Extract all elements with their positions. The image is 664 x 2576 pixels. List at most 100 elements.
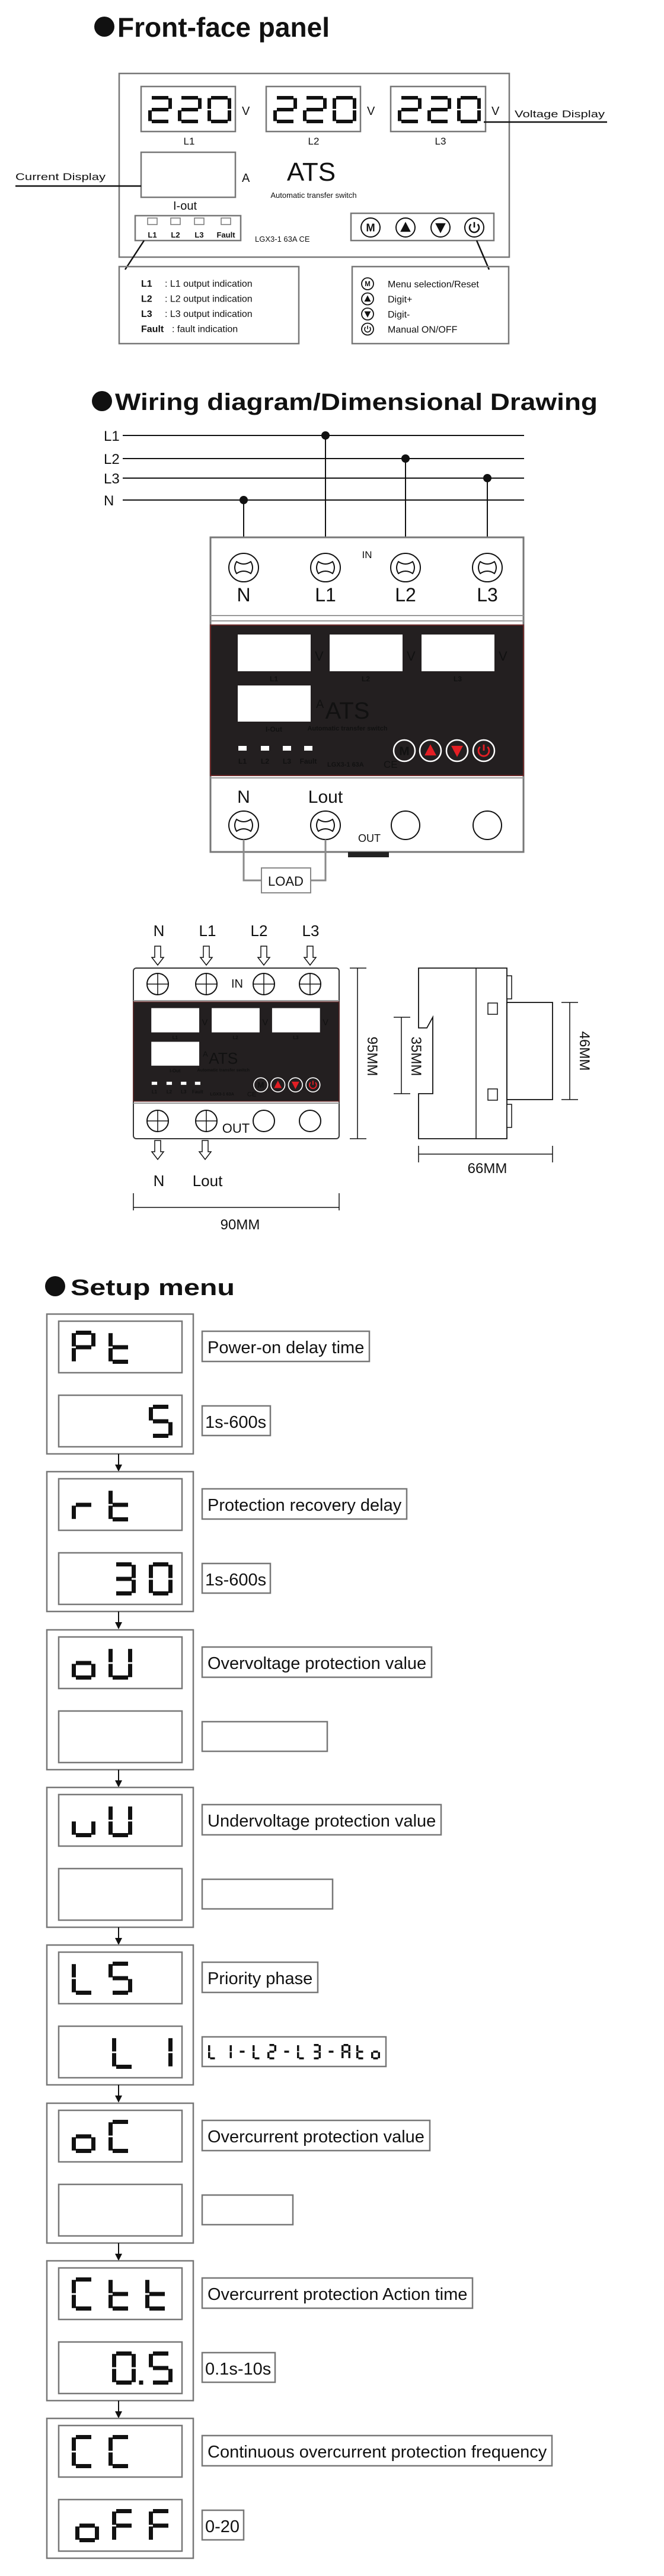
voltage-unit: V (491, 105, 500, 118)
segment (139, 2380, 143, 2385)
power-button[interactable] (472, 739, 496, 762)
phase-label: L1 (270, 675, 278, 683)
segment (307, 108, 323, 111)
current-display-window (238, 685, 311, 722)
code-display (58, 1951, 183, 2005)
button-group (350, 212, 495, 242)
segment (333, 98, 336, 109)
led-label: L1 (148, 230, 157, 239)
description-box (201, 1803, 442, 1836)
segment (153, 1434, 168, 1438)
code-display (58, 1636, 183, 1690)
value-display (58, 1867, 183, 1921)
segment (318, 2052, 321, 2058)
segment (152, 120, 168, 123)
led-indicator-group (134, 214, 242, 242)
leader-line (124, 240, 145, 270)
menu-m-button[interactable]: M (253, 1077, 269, 1092)
segment (113, 1962, 128, 1966)
segment (132, 2354, 136, 2367)
current-label: I-Out (170, 1068, 181, 1074)
segment (314, 2044, 319, 2046)
segment (79, 2523, 95, 2528)
input-label: L1 (199, 922, 216, 940)
output-label: N (154, 1172, 165, 1190)
arrow-head-icon (115, 1780, 122, 1787)
step-frame (46, 2260, 194, 2402)
segment (91, 1664, 95, 1677)
up-triangle-button[interactable] (395, 217, 416, 238)
value-display (58, 2341, 183, 2395)
code-display (58, 1793, 183, 1847)
terminal-screw-icon (146, 1110, 169, 1132)
segment (108, 1348, 113, 1361)
segment (152, 96, 168, 100)
terminal-screw-icon (390, 553, 421, 582)
step-description: Overvoltage protection value (208, 1654, 426, 1673)
model-label: LGX3-1 63A CE (255, 235, 310, 243)
current-unit: A (316, 698, 324, 711)
segment (303, 110, 307, 121)
segment (132, 1579, 136, 1593)
menu-m-icon: M (366, 222, 375, 234)
unused-terminal (299, 1110, 321, 1132)
legend-text: Menu selection/Reset (388, 280, 479, 290)
down-arrow-icon (198, 1140, 212, 1161)
segment (307, 120, 323, 123)
seven-segment-readout (148, 96, 231, 123)
step-frame (46, 1470, 194, 1613)
segment (477, 110, 481, 121)
step-frame (46, 2417, 194, 2559)
segment (153, 1405, 168, 1409)
phase-label: L2 (308, 136, 320, 147)
arrow-head-icon (115, 2411, 122, 2418)
segment (95, 2526, 99, 2540)
segment (401, 108, 418, 111)
down-triangle-button[interactable] (288, 1077, 303, 1092)
segment (76, 1345, 91, 1350)
out-label: OUT (222, 1121, 250, 1136)
up-triangle-button[interactable] (270, 1077, 286, 1092)
down-triangle-button[interactable] (445, 739, 469, 762)
power-button[interactable] (305, 1077, 321, 1092)
segment (108, 2280, 113, 2293)
voltage-unit: V (315, 649, 324, 664)
down-arrow-icon (151, 946, 165, 966)
seven-segment-readout (112, 2038, 173, 2069)
led-indicator (238, 746, 247, 751)
led-label: L2 (167, 1090, 173, 1095)
segment (112, 2053, 116, 2066)
power-icon (477, 746, 490, 757)
code-display (58, 2109, 183, 2163)
input-terminal-label: L2 (395, 584, 416, 605)
segment (112, 2511, 116, 2525)
menu-m-button[interactable]: M (392, 739, 416, 762)
down-triangle-button[interactable] (430, 217, 451, 238)
power-icon (364, 326, 371, 333)
output-terminal-label: N (237, 787, 250, 807)
arrow-head-icon (115, 1465, 122, 1472)
segment (254, 2057, 260, 2059)
range-box (201, 1720, 328, 1752)
segment (76, 1331, 91, 1335)
power-button[interactable] (464, 217, 484, 238)
menu-m-button[interactable]: M (360, 217, 381, 238)
voltage-unit: V (407, 649, 416, 664)
arrow-head-icon (115, 1938, 122, 1945)
seven-segment-readout (72, 2277, 165, 2311)
up-triangle-button[interactable] (419, 739, 442, 762)
segment (148, 110, 152, 121)
code-display (58, 2267, 183, 2321)
down-triangle-icon (364, 311, 371, 318)
led-label: L3 (194, 230, 203, 239)
segment (208, 2052, 210, 2058)
button-circle (253, 1077, 269, 1092)
segment (168, 98, 172, 109)
segment (168, 2369, 173, 2382)
input-label: L3 (302, 922, 320, 940)
segment (431, 108, 448, 111)
legend-key: L1 (141, 279, 152, 289)
segment (108, 2452, 113, 2466)
segment (113, 2292, 128, 2296)
setup-step-ctt: Ctt0.5Overcurrent protection Action time… (46, 2260, 474, 2418)
